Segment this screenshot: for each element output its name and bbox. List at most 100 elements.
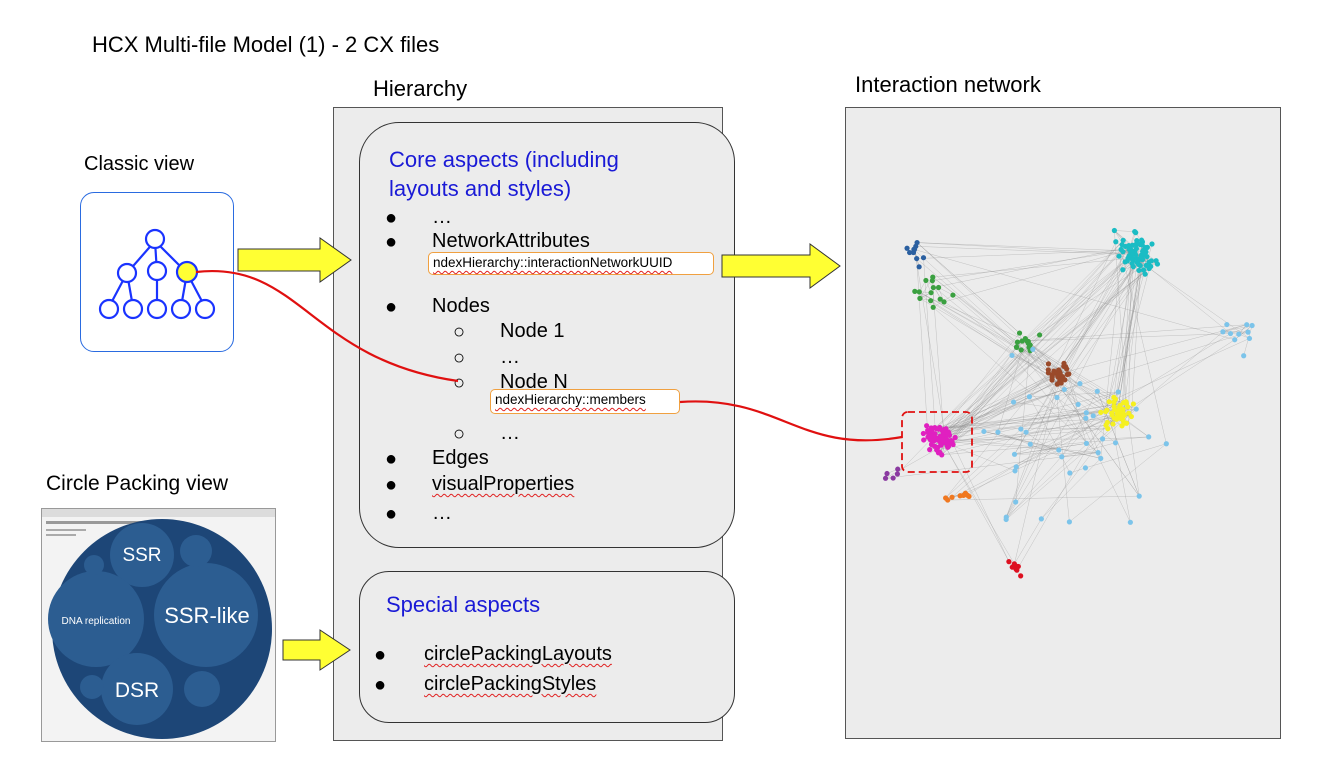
network-attr-tag-text: ndexHierarchy::interactionNetworkUUID — [433, 255, 673, 270]
network-node — [981, 428, 987, 435]
network-node — [924, 423, 930, 429]
network-node — [1012, 468, 1018, 474]
network-node — [1132, 229, 1138, 235]
network-node — [1139, 242, 1145, 248]
network-node — [1061, 360, 1067, 366]
network-node — [949, 438, 955, 444]
network-node — [1037, 332, 1043, 338]
circle-dsr: DSR — [115, 679, 159, 702]
network-node — [1245, 329, 1251, 335]
network-node — [1119, 413, 1125, 419]
core-item-ellipsis-2: … — [432, 502, 452, 524]
classic-view-label: Classic view — [84, 153, 195, 175]
core-item-edges: Edges — [432, 447, 489, 469]
node-item-n: Node N — [500, 371, 568, 393]
network-node — [928, 298, 934, 304]
network-node — [1011, 451, 1018, 457]
network-node — [1116, 253, 1122, 259]
network-node — [1123, 399, 1129, 405]
network-node — [1104, 407, 1110, 413]
network-node — [912, 288, 918, 294]
network-node — [1018, 347, 1024, 353]
bullet: ● — [385, 207, 398, 229]
core-item-network-attributes: NetworkAttributes — [432, 230, 590, 252]
network-node — [1236, 331, 1242, 337]
network-node — [1045, 361, 1052, 367]
network-node — [1148, 258, 1154, 264]
network-node — [1227, 330, 1234, 337]
network-node — [1009, 352, 1015, 359]
network-node — [884, 470, 890, 477]
network-node — [952, 434, 958, 441]
network-node — [930, 284, 936, 291]
network-node — [1137, 262, 1143, 269]
network-attr-tag[interactable]: ndexHierarchy::interactionNetworkUUID — [428, 252, 714, 275]
node-members-tag-text: ndexHierarchy::members — [495, 392, 646, 407]
network-node — [1082, 465, 1089, 471]
circle-packing-thumbnail[interactable]: SSR SSR-like DNA replication DSR — [41, 508, 276, 742]
network-node — [1148, 263, 1154, 270]
bullet: ● — [385, 503, 398, 525]
network-node — [1104, 419, 1111, 426]
bullet: ● — [385, 231, 398, 253]
special-item-circle-packing-layouts: circlePackingLayouts — [424, 643, 612, 665]
bullet: ● — [385, 448, 398, 470]
sub-bullet: ○ — [453, 372, 466, 394]
network-node — [1013, 499, 1019, 505]
core-aspects-title: Core aspects (including layouts and styl… — [389, 147, 619, 201]
network-node — [1027, 441, 1033, 447]
network-node — [1083, 410, 1089, 416]
node-members-tag[interactable]: ndexHierarchy::members — [490, 389, 680, 414]
bullet: ● — [374, 674, 387, 696]
network-node — [1140, 267, 1147, 273]
network-node — [1119, 423, 1125, 429]
network-node — [964, 492, 970, 498]
network-node — [1066, 371, 1072, 377]
bullet: ● — [374, 644, 387, 666]
network-node — [1133, 406, 1139, 412]
network-node — [1045, 370, 1051, 376]
network-node — [1125, 255, 1131, 261]
network-node — [1067, 470, 1073, 476]
core-item-ellipsis-1: … — [432, 206, 452, 228]
network-node — [1224, 321, 1230, 328]
network-node — [890, 475, 896, 481]
network-node — [1014, 339, 1021, 345]
network-node — [928, 441, 935, 448]
network-node — [1018, 573, 1024, 579]
network-node — [939, 452, 945, 458]
network-node — [1083, 415, 1089, 421]
network-node — [894, 471, 901, 477]
network-node — [1143, 262, 1149, 268]
network-node — [1241, 353, 1247, 359]
tree-icon — [98, 228, 216, 320]
core-item-nodes: Nodes — [432, 295, 490, 317]
circle-packing-label: Circle Packing view — [46, 472, 229, 495]
network-node — [1146, 434, 1152, 440]
network-node — [916, 264, 922, 270]
network-node — [1003, 516, 1009, 523]
network-node — [1057, 369, 1063, 375]
network-node — [1142, 271, 1148, 277]
network-node — [1111, 394, 1117, 400]
network-node — [935, 444, 941, 450]
arrow-uuid-to-network — [721, 243, 841, 289]
network-node — [907, 249, 913, 256]
network-node — [1014, 344, 1020, 351]
network-node — [1077, 381, 1083, 387]
network-node — [1129, 260, 1135, 267]
network-node — [1066, 519, 1072, 525]
network-node — [1090, 413, 1096, 419]
network-node — [1094, 388, 1100, 394]
network-node — [1120, 249, 1126, 255]
network-node — [904, 245, 910, 251]
network-node — [1051, 368, 1057, 374]
network-node — [1246, 335, 1253, 342]
network-node — [1111, 403, 1117, 410]
network-node — [1011, 561, 1017, 567]
network-node — [945, 497, 951, 503]
network-node — [933, 425, 939, 432]
connector-members-to-cluster — [679, 400, 903, 442]
network-node — [927, 437, 934, 443]
network-node — [1127, 519, 1133, 525]
